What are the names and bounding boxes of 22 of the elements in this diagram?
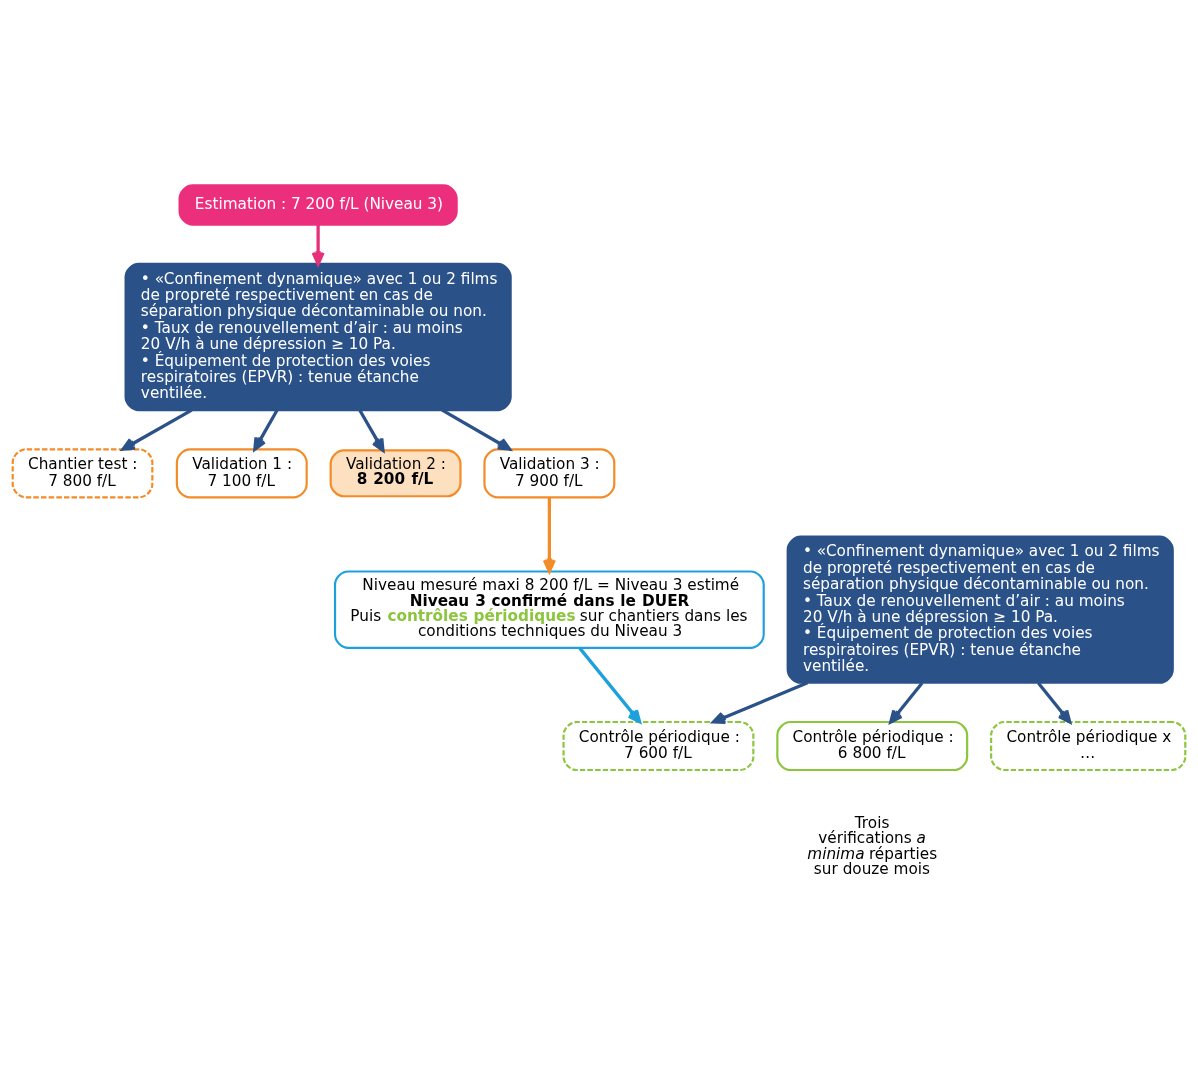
- node-box: Contrôle périodique : 6 800 f/L: [776, 720, 969, 771]
- label: Trois vérifications a minima réparties sur douze mois: [807, 813, 938, 878]
- node-box: • «Confinement dynamique» avec 1 ou 2 films de propreté respectivement en cas de séparation physique décontaminable ou non. • Taux de renouvellement d’air : au moins 20 V/h à une dépression ≥ 10 Pa. • Équipement de protection des voies respiratoires (EPVR) : tenue étanche ventilée.: [786, 535, 1174, 684]
- arrow: [253, 408, 279, 451]
- arrow: [889, 681, 924, 724]
- arrow: [578, 646, 642, 723]
- arrow: [711, 680, 809, 724]
- node-box: Chantier test : 7 800 f/L: [11, 447, 154, 498]
- arrow: [542, 497, 556, 573]
- node-box: Estimation : 7 200 f/L (Niveau 3): [178, 183, 458, 226]
- arrow: [311, 224, 325, 265]
- node-box: Niveau mesuré maxi 8 200 f/L = Niveau 3 estimé Niveau 3 confirmé dans le DUER Puis contrôles périodiques sur chantiers dans les conditions techniques du Niveau 3: [333, 569, 765, 649]
- node-box: Validation 1 : 7 100 f/L: [175, 447, 308, 498]
- arrow: [121, 408, 193, 451]
- arrow: [441, 408, 512, 451]
- node-box: Validation 3 : 7 900 f/L: [483, 447, 616, 498]
- arrow: [1037, 681, 1072, 724]
- node-box: • «Confinement dynamique» avec 1 ou 2 films de propreté respectivement en cas de séparation physique décontaminable ou non. • Taux de renouvellement d’air : au moins 20 V/h à une dépression ≥ 10 Pa. • Équipement de protection des voies respiratoires (EPVR) : tenue étanche ventilée.: [124, 262, 512, 411]
- node-box: Contrôle périodique : 7 600 f/L: [562, 720, 755, 771]
- node-box: Validation 2 : 8 200 f/L: [329, 448, 462, 497]
- node-box: Contrôle périodique x …: [990, 720, 1187, 771]
- arrow: [358, 408, 385, 452]
